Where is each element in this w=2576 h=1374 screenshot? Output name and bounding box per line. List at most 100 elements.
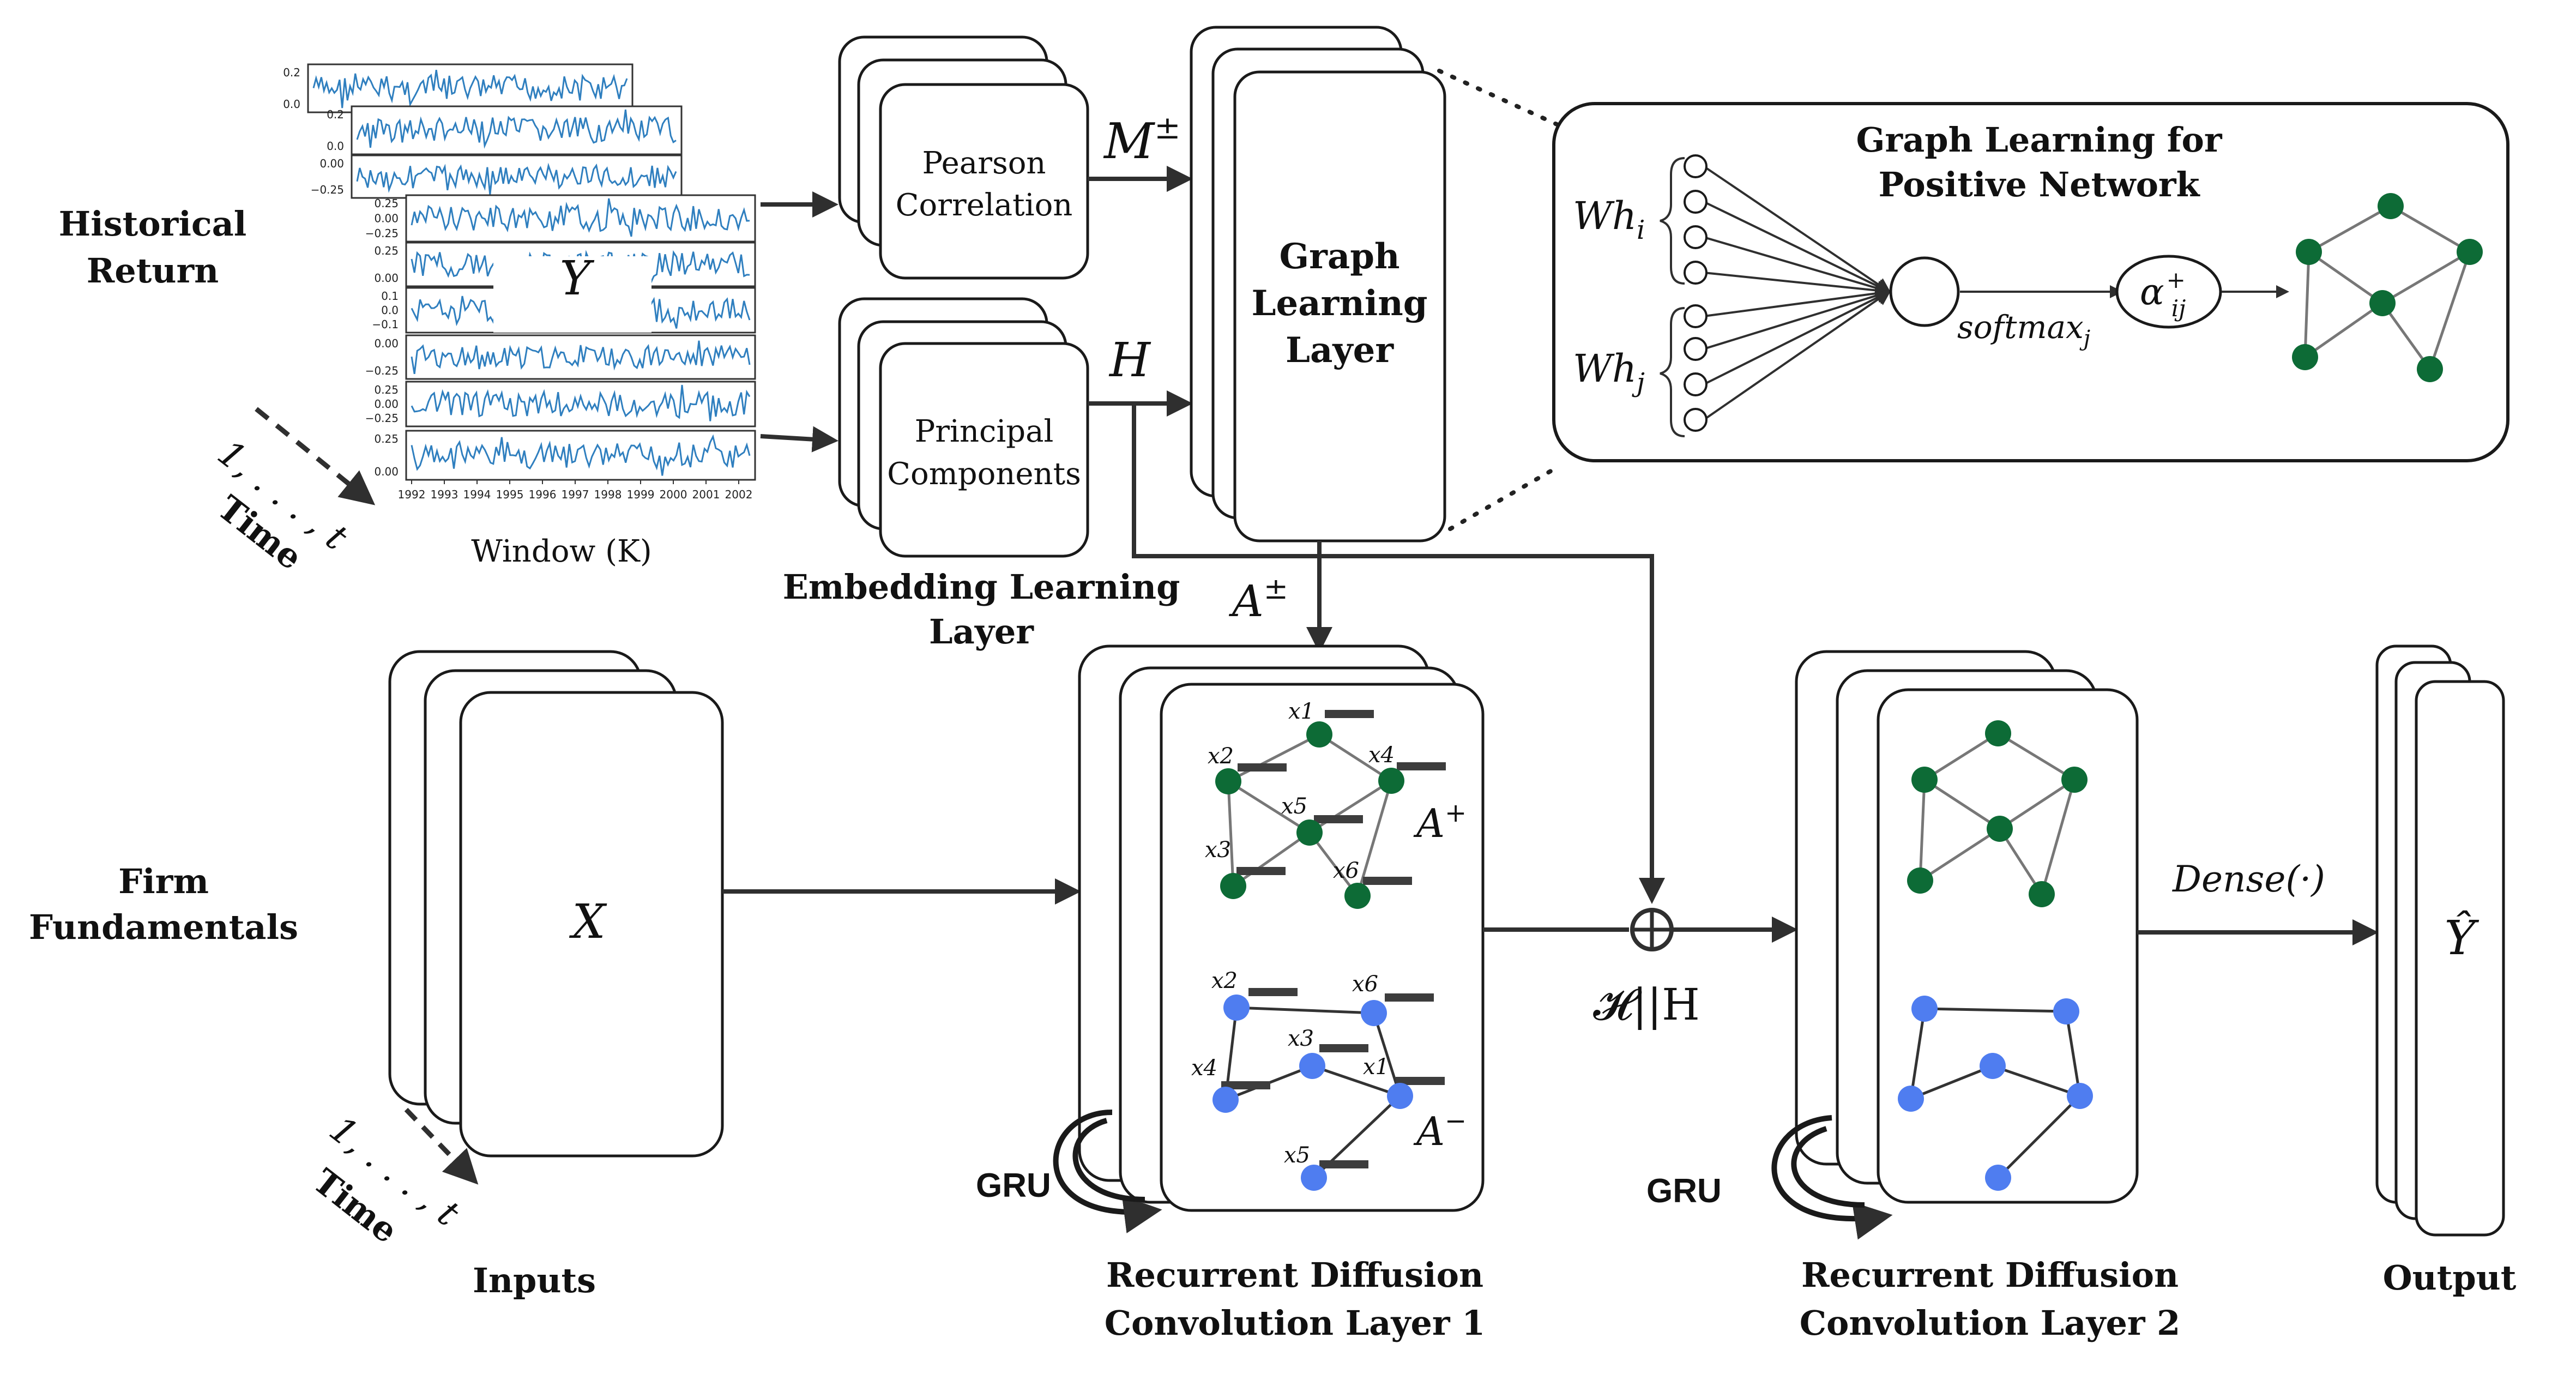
edge — [1227, 781, 1235, 887]
timeseries-panel: 0.250.00−0.25 — [365, 381, 756, 427]
embedding-layer-label: Embedding Learning Layer — [783, 567, 1180, 652]
rdc2-label: Recurrent Diffusion Convolution Layer 2 — [1800, 1255, 2181, 1343]
node-label: x4 — [1368, 743, 1395, 768]
inputs-label: Inputs — [473, 1261, 596, 1300]
graph-node — [2369, 290, 2396, 316]
edge — [2040, 779, 2076, 895]
timeseries-line — [411, 434, 751, 476]
neuron-connection — [1703, 288, 1892, 350]
timeseries-tick-label: 0.00 — [374, 272, 399, 285]
graph-layer-line2: Learning — [1251, 283, 1427, 324]
timeseries-line — [356, 109, 677, 149]
input-neuron — [1684, 190, 1708, 214]
graph-node — [1299, 1053, 1325, 1079]
year-tick-label: 2000 — [660, 488, 687, 501]
graph-node — [1306, 721, 1332, 748]
timeseries-panel: 0.250.00−0.25 — [365, 194, 756, 243]
positive-network-graph — [2292, 193, 2483, 382]
graph-node — [1985, 1165, 2011, 1191]
graph-node — [1215, 768, 1241, 794]
year-tick-label: 2001 — [692, 488, 720, 501]
graph-node — [1907, 867, 1933, 894]
node-label: x5 — [1281, 794, 1307, 819]
node-label: x3 — [1205, 837, 1231, 863]
timeseries-tick-label: 0.0 — [381, 304, 399, 317]
zoom-connector-bottom — [1448, 464, 1561, 531]
timeseries-tick-label: 0.2 — [327, 108, 344, 121]
timeseries-panel: 0.00 −0.25 — [311, 154, 683, 199]
neuron-connection — [1703, 286, 1892, 317]
timeseries-panel: 0.20.0 — [327, 105, 683, 155]
node-label: x6 — [1333, 858, 1359, 883]
neuron-connection — [1703, 290, 1891, 421]
edge — [2303, 251, 2310, 358]
neuron-connection — [1703, 201, 1892, 293]
graph-node — [2029, 881, 2055, 907]
year-tick-label: 2002 — [725, 488, 753, 501]
pearson-correlation-stack: Pearson Correlation — [838, 35, 1089, 280]
softmax-label: softmaxj — [1957, 309, 2090, 351]
gru-loop-2: GRU — [1646, 1115, 1893, 1240]
gru-loop-1: GRU — [976, 1110, 1162, 1233]
inputs-stack: X — [388, 650, 724, 1158]
embedding-layer-line1: Embedding Learning — [783, 567, 1180, 607]
node-label: x4 — [1191, 1056, 1217, 1081]
edge — [1919, 827, 2001, 882]
neuron-connection — [1703, 236, 1892, 296]
detail-title-line2: Positive Network — [1878, 165, 2200, 204]
graph-node — [2292, 344, 2318, 370]
pearson-line1: Pearson — [922, 146, 1046, 181]
principal-components-stack: Principal Components — [838, 297, 1089, 558]
rdc2-line2: Convolution Layer 2 — [1800, 1303, 2181, 1343]
graph-node — [1223, 995, 1250, 1021]
graph-node — [1985, 720, 2011, 746]
brace-i — [1660, 157, 1685, 285]
input-neuron — [1684, 304, 1708, 328]
detail-box-frame — [1552, 102, 2509, 462]
historical-return-label: Historical Return — [59, 204, 247, 291]
edge — [1909, 1008, 1926, 1099]
firm-fundamentals-label: Firm Fundamentals — [29, 861, 298, 947]
feature-bar — [1363, 877, 1412, 885]
gru-loop-inner — [1072, 1118, 1145, 1202]
output-card-front — [2415, 680, 2505, 1237]
edge — [2304, 302, 2384, 359]
firm-fundamentals-line1: Firm — [118, 861, 209, 901]
feature-bar — [1221, 1081, 1270, 1089]
timeseries-tick-label: 0.00 — [319, 157, 344, 170]
input-neurons — [1684, 154, 1892, 432]
neuron-connection — [1703, 272, 1892, 298]
graph-layer-line3: Layer — [1286, 330, 1394, 371]
timeseries-tick-label: 0.2 — [283, 66, 300, 79]
graph-node — [2417, 356, 2443, 382]
concat-operator — [1630, 908, 1674, 951]
edge — [1312, 1064, 1401, 1098]
historical-return-line2: Return — [87, 251, 219, 291]
timeseries-tick-label: −0.25 — [365, 364, 399, 377]
timeseries-tick-label: −0.25 — [311, 183, 344, 196]
graph-node — [1361, 1000, 1387, 1026]
feature-bar — [1385, 993, 1434, 1002]
edge — [2308, 250, 2384, 305]
detail-title-line1: Graph Learning for — [1856, 120, 2222, 160]
graph-node — [2067, 1083, 2093, 1109]
timeseries-tick-label: 0.00 — [374, 465, 399, 478]
rdc1-label: Recurrent Diffusion Convolution Layer 1 — [1105, 1255, 1486, 1343]
timeseries-frame — [405, 430, 756, 481]
x-symbol: X — [569, 895, 607, 949]
wh-j-label: Whj — [1573, 346, 1645, 398]
edge — [1992, 1064, 2080, 1098]
graph-node — [1220, 873, 1246, 899]
graph-node — [2457, 239, 2483, 265]
a-symbol: A± — [1228, 571, 1288, 626]
edge — [1227, 733, 1320, 783]
timeseries-tick-label: 0.25 — [374, 244, 399, 257]
year-tick-label: 1992 — [398, 488, 426, 501]
timeseries-tick-label: 0.25 — [374, 383, 399, 396]
graph-node — [1987, 816, 2013, 842]
edge — [1318, 733, 1392, 782]
gru-loop-inner-2 — [1791, 1126, 1865, 1208]
feature-bar — [1238, 763, 1287, 772]
